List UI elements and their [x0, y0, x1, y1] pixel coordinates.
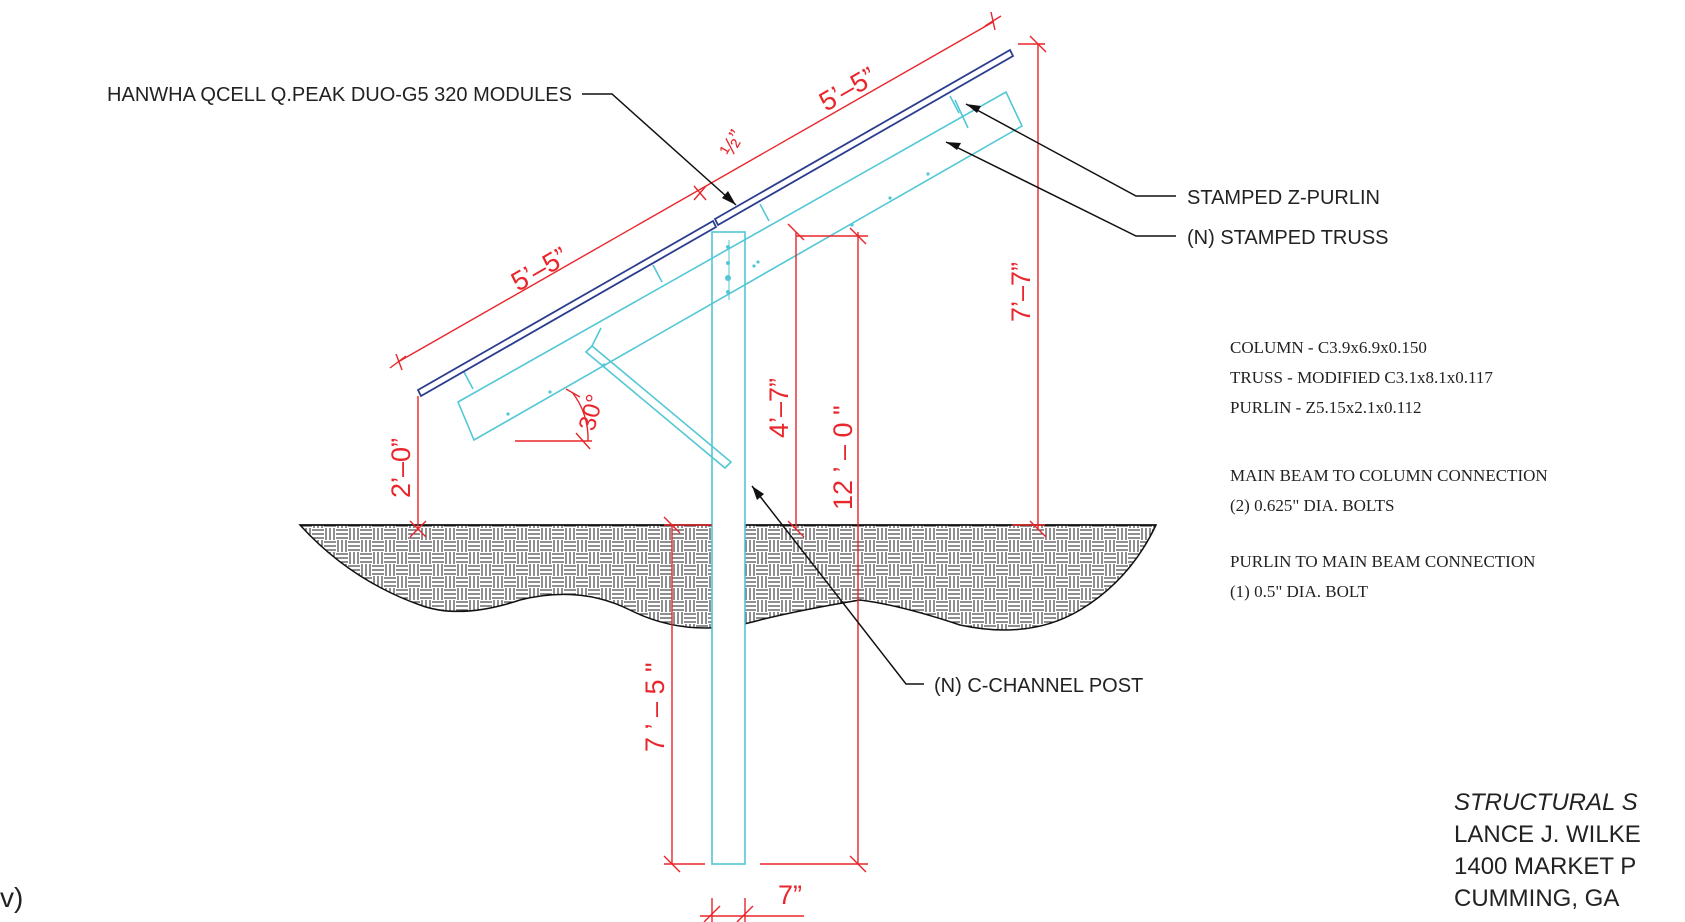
callout-post: (N) C-CHANNEL POST [934, 675, 1143, 697]
spec-beam-connection-bolts: (2) 0.625" DIA. BOLTS [1230, 496, 1395, 515]
dim-tilt-arc [571, 391, 589, 442]
spec-column: COLUMN - C3.9x6.9x0.150 [1230, 338, 1427, 357]
pv-module-upper [713, 48, 1015, 227]
dim-module-upper-label: 5’–5” [814, 61, 881, 117]
leader-lines [582, 93, 1176, 685]
dim-brace-height-label: 4’–7” [764, 378, 794, 438]
pv-modules [416, 48, 1015, 398]
diagonal-brace [584, 344, 733, 470]
c-channel-post [711, 231, 746, 865]
dim-embed-depth-label: 7 ’ – 5 " [640, 662, 670, 752]
stamped-truss [456, 90, 1024, 442]
left-edge-fragment: v) [0, 882, 24, 913]
dim-module-line [397, 21, 994, 363]
arrow-post [752, 486, 764, 500]
bolt-holes [506, 172, 930, 416]
rear-truss-web [954, 99, 969, 129]
steel-structure [456, 90, 1024, 865]
dim-front-height-label: 2’–0” [386, 438, 416, 498]
purlin-sections [463, 95, 960, 390]
callout-purlin: STAMPED Z-PURLIN [1187, 187, 1380, 209]
spec-purlin-connection-title: PURLIN TO MAIN BEAM CONNECTION [1230, 552, 1536, 571]
dim-module-lower-label: 5’–5” [506, 241, 573, 297]
callout-modules: HANWHA QCELL Q.PEAK DUO-G5 320 MODULES [107, 84, 572, 106]
spec-truss: TRUSS - MODIFIED C3.1x8.1x0.117 [1230, 368, 1493, 387]
dimension-lines [389, 11, 1047, 922]
dim-tilt-angle-label: 30° [574, 392, 609, 434]
credit-title-text: STRUCTURAL S [1454, 789, 1638, 816]
arrow-truss [946, 142, 961, 150]
spec-beam-connection-title: MAIN BEAM TO COLUMN CONNECTION [1230, 466, 1548, 485]
dim-module-gap-label: ½” [715, 126, 749, 161]
arrow-purlin [966, 104, 981, 113]
credit-line-1: LANCE J. WILKE [1454, 821, 1641, 848]
dim-post-total-label: 12 ’ – 0 " [828, 405, 858, 510]
credit-line-3: CUMMING, GA [1454, 885, 1620, 912]
credit-line-2: 1400 MARKET P [1454, 853, 1637, 880]
spec-purlin-connection-bolts: (1) 0.5" DIA. BOLT [1230, 582, 1369, 601]
credit-title: STRUCTURAL S [1454, 788, 1638, 817]
dim-rear-height-label: 7’–7” [1006, 262, 1036, 322]
dim-post-width-label: 7” [778, 880, 802, 910]
arrow-modules [722, 191, 736, 205]
spec-purlin: PURLIN - Z5.15x2.1x0.112 [1230, 398, 1422, 417]
callout-truss: (N) STAMPED TRUSS [1187, 227, 1389, 249]
pv-module-lower [416, 219, 718, 398]
